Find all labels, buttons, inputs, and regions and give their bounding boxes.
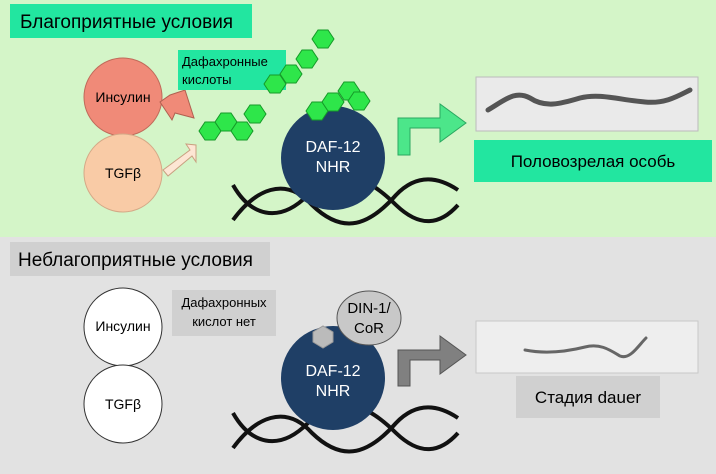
unfavorable-title-box bbox=[10, 242, 270, 276]
corepressor-label-line2: CoR bbox=[354, 320, 384, 337]
daf12-receptor-label-line1: DAF-12 bbox=[305, 139, 360, 156]
daf12-receptor-unfavorable-line1: DAF-12 bbox=[305, 363, 360, 380]
favorable-title: Благоприятные условия bbox=[20, 12, 233, 33]
no-acids-label-line2: кислот нет bbox=[192, 314, 256, 329]
dauer-outcome-label: Стадия dauer bbox=[535, 388, 641, 407]
daf12-receptor-label-line2: NHR bbox=[316, 159, 351, 176]
favorable-title-box bbox=[10, 4, 252, 38]
acids-label-line1: Дафахронные bbox=[182, 54, 268, 69]
dafachronic-acid-molecule-2-icon bbox=[263, 29, 335, 94]
dafachronic-acid-molecule-1-icon bbox=[198, 104, 267, 141]
tgfb-arrow-icon bbox=[162, 143, 197, 177]
tgfb-label-empty: TGFβ bbox=[105, 396, 141, 412]
favorable-panel: Благоприятные условия Инсулин TGFβ Дафах… bbox=[0, 0, 716, 237]
insulin-label-empty: Инсулин bbox=[95, 318, 150, 334]
transcription-arrow-unfavorable-icon bbox=[397, 335, 467, 387]
dafachronic-acid-molecule-3-icon bbox=[305, 81, 371, 121]
tgfb-label: TGFβ bbox=[105, 165, 141, 181]
unfavorable-panel: Неблагоприятные условия Инсулин TGFβ Даф… bbox=[0, 237, 716, 474]
adult-outcome-label: Половозрелая особь bbox=[511, 152, 676, 171]
din1-corepressor bbox=[336, 290, 402, 346]
tgfb-circle bbox=[83, 133, 163, 213]
insulin-label: Инсулин bbox=[95, 89, 150, 105]
dauer-outcome-box bbox=[516, 376, 660, 418]
transcription-arrow-favorable-icon bbox=[397, 103, 467, 156]
dauer-worm-shape-icon bbox=[523, 336, 648, 359]
no-acids-label-box bbox=[172, 290, 276, 336]
daf12-receptor-unfavorable bbox=[281, 326, 385, 430]
adult-worm-shape-icon bbox=[485, 87, 693, 113]
daf12-receptor-unfavorable-line2: NHR bbox=[316, 383, 351, 400]
acids-label-line2: кислоты bbox=[182, 72, 231, 87]
unfavorable-title: Неблагоприятные условия bbox=[18, 250, 253, 271]
corepressor-label-line1: DIN-1/ bbox=[347, 300, 391, 317]
tgfb-circle-empty bbox=[83, 364, 163, 444]
daf12-receptor-favorable bbox=[281, 106, 385, 210]
no-acids-label-line1: Дафахронных bbox=[181, 295, 267, 310]
empty-ligand-slot-icon bbox=[312, 325, 334, 349]
adult-worm-image bbox=[475, 76, 699, 132]
adult-outcome-box bbox=[474, 140, 712, 182]
